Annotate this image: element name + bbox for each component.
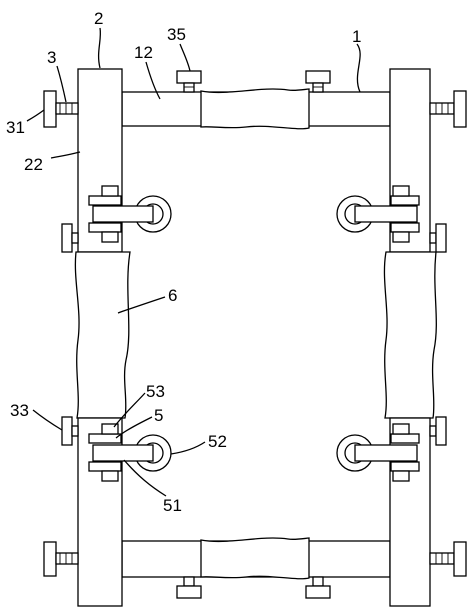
screw-left-bottom — [43, 541, 79, 577]
screw-right-top — [429, 90, 467, 128]
clamp-upper-right — [336, 185, 420, 243]
label-33: 33 — [10, 401, 29, 420]
bottom-knob-right — [305, 576, 331, 599]
label-22: 22 — [24, 155, 43, 174]
reference-numerals: 2 35 1 3 12 31 22 6 53 5 33 52 51 — [6, 9, 361, 515]
screw-left-mid-lower — [61, 416, 79, 446]
top-knob-left — [176, 70, 202, 93]
label-31: 31 — [6, 118, 25, 137]
label-51: 51 — [163, 496, 182, 515]
label-53: 53 — [146, 382, 165, 401]
screw-left-top — [43, 90, 79, 128]
screw-left-mid-upper — [61, 223, 79, 253]
label-35: 35 — [167, 25, 186, 44]
top-crossbar — [121, 88, 391, 130]
screw-right-mid-upper — [429, 223, 447, 253]
label-2: 2 — [94, 9, 103, 28]
leader-lines — [26, 27, 361, 497]
top-knob-right — [305, 70, 331, 93]
label-6: 6 — [168, 286, 177, 305]
screw-right-mid-lower — [429, 416, 447, 446]
screw-right-bottom — [429, 541, 467, 577]
bottom-crossbar — [121, 537, 391, 580]
clamp-upper-left — [88, 185, 172, 243]
label-12: 12 — [134, 43, 153, 62]
label-1: 1 — [352, 27, 361, 46]
label-5: 5 — [154, 406, 163, 425]
label-52: 52 — [208, 432, 227, 451]
right-upright — [383, 68, 437, 607]
left-upright — [74, 68, 131, 607]
bottom-knob-left — [176, 576, 202, 599]
clamp-lower-right — [336, 423, 420, 482]
label-3: 3 — [47, 48, 56, 67]
clamp-lower-left — [88, 423, 172, 482]
